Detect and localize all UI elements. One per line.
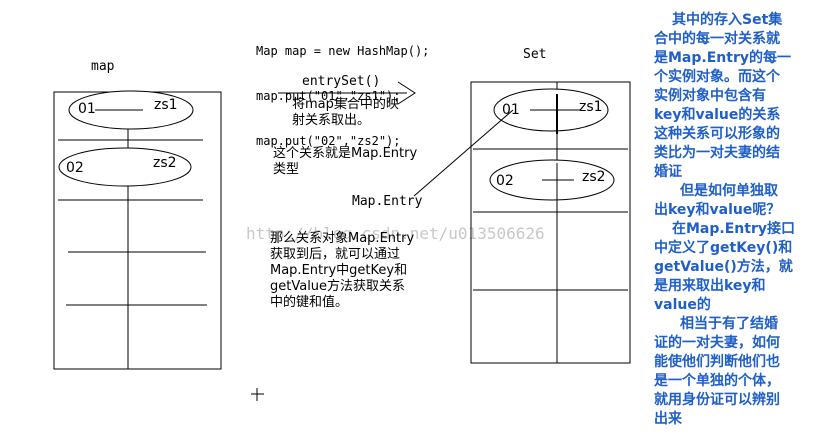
watermark: http://blog.csdn.net/u013506626 [246,224,545,243]
side-line-22: 出来 [654,411,682,427]
map-entry-label: Map.Entry [352,194,423,209]
code-line-1: Map map = new HashMap(); [256,44,430,58]
side-line-8: 类比为一对夫妻的结 [654,145,780,161]
map-entry-ellipse-2 [58,147,192,187]
cursor-crosshair-icon [251,388,264,401]
side-line-21: 就用身份证可以辨别 [654,392,780,408]
side-explanation: 其中的存入Set集 合中的每一对关系就 是Map.Entry的每一 个实例对象。… [654,11,819,444]
side-line-19: 能使他们判断他们也 [654,354,780,370]
code-line-3: map.put("02","zs2"); [256,134,401,148]
side-line-13: 中定义了getKey()和 [654,240,793,256]
code-block: Map map = new HashMap(); map.put("01","z… [256,14,429,164]
note-entry-type: 这个关系就是Map.Entry 类型 [273,146,417,178]
map-entry-pointer-line [413,109,514,197]
side-line-3: 是Map.Entry的每一 [654,50,791,66]
note-3-line-3: Map.Entry中getKey和 [270,263,408,278]
set-row2-value: zs2 [582,169,606,185]
map-row1-value: zs1 [154,97,178,113]
side-line-11: 出key和value呢？ [654,202,781,218]
note-2-line-2: 类型 [273,162,300,177]
note-extract-mapping: 将map集合中的映 射关系取出。 [292,97,399,129]
map-row2-value: zs2 [153,155,177,171]
side-line-1: 其中的存入Set集 [672,12,783,28]
side-line-18: 证的一对夫妻，如何 [654,335,780,351]
entryset-arrow-head [397,81,416,105]
side-line-5: 实例对象中包含有 [654,88,766,104]
side-line-4: 个实例对象。而这个 [654,69,780,85]
set-box [470,81,631,364]
map-box [53,91,222,370]
side-line-10: 但是如何单独取 [680,183,778,199]
note-2-line-1: 这个关系就是Map.Entry [273,146,418,161]
side-line-16: value的 [654,297,711,313]
map-row2-key: 02 [66,160,84,176]
note-get-key-value: 那么关系对象Map.Entry 获取到后，就可以通过 Map.Entry中get… [270,231,414,311]
side-line-12: 在Map.Entry接口 [672,221,795,237]
set-row1-key: 01 [502,102,520,118]
note-1-line-2: 射关系取出。 [292,113,371,128]
set-row1-value: zs1 [579,99,603,115]
map-label: map [91,59,115,74]
side-line-15: 是用来取出key和 [654,278,766,294]
note-3-line-2: 获取到后，就可以通过 [270,247,401,262]
side-line-20: 是一个单独的个体， [654,373,780,389]
note-3-line-1: 那么关系对象Map.Entry [270,231,415,246]
map-row1-key: 01 [78,101,96,117]
side-line-7: 这种关系可以形象的 [654,126,780,142]
side-line-2: 合中的每一对关系就 [654,31,780,47]
code-line-2: map.put("01","zs1"); [256,89,401,103]
side-line-9: 婚证 [654,164,682,180]
side-line-6: key和value的关系 [654,107,781,123]
note-3-line-5: 中的键和值。 [270,295,349,310]
entryset-label: entrySet() [302,74,381,89]
set-label: Set [523,47,547,62]
side-line-14: getValue()方法，就 [654,259,793,275]
note-3-line-4: getValue方法获取关系 [270,279,406,294]
set-row2-key: 02 [496,173,514,189]
note-1-line-1: 将map集合中的映 [292,97,399,112]
side-line-17: 相当于有了结婚 [680,316,778,332]
